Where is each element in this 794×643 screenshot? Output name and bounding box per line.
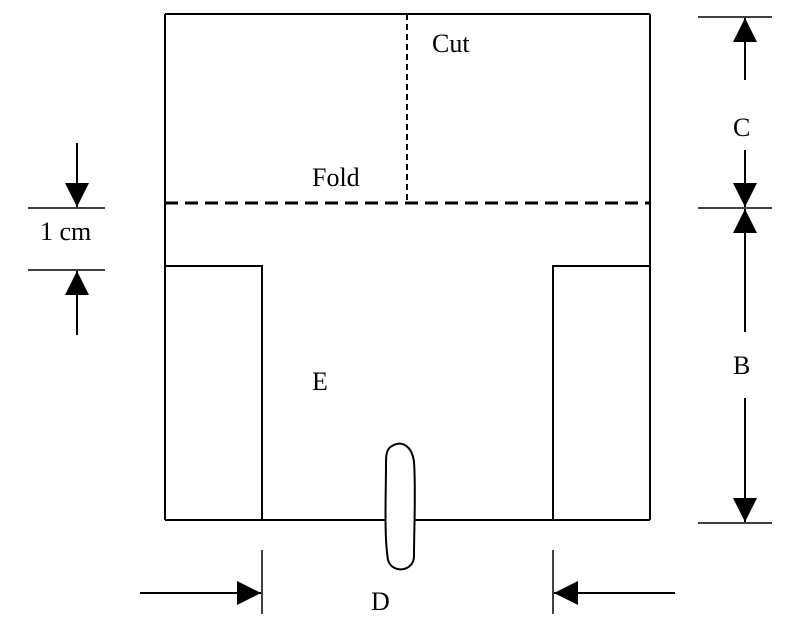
c-b-dimension <box>698 16 772 524</box>
inner-outline <box>165 265 650 520</box>
fold-label: Fold <box>312 163 360 192</box>
c-label: C <box>733 113 750 142</box>
e-label: E <box>312 367 328 396</box>
d-dimension <box>140 550 675 614</box>
tab-shape <box>384 442 416 571</box>
d-label: D <box>371 587 390 616</box>
cut-label: Cut <box>432 29 470 58</box>
one-cm-label: 1 cm <box>40 217 91 246</box>
b-label: B <box>733 351 750 380</box>
one-cm-dimension <box>28 143 105 335</box>
